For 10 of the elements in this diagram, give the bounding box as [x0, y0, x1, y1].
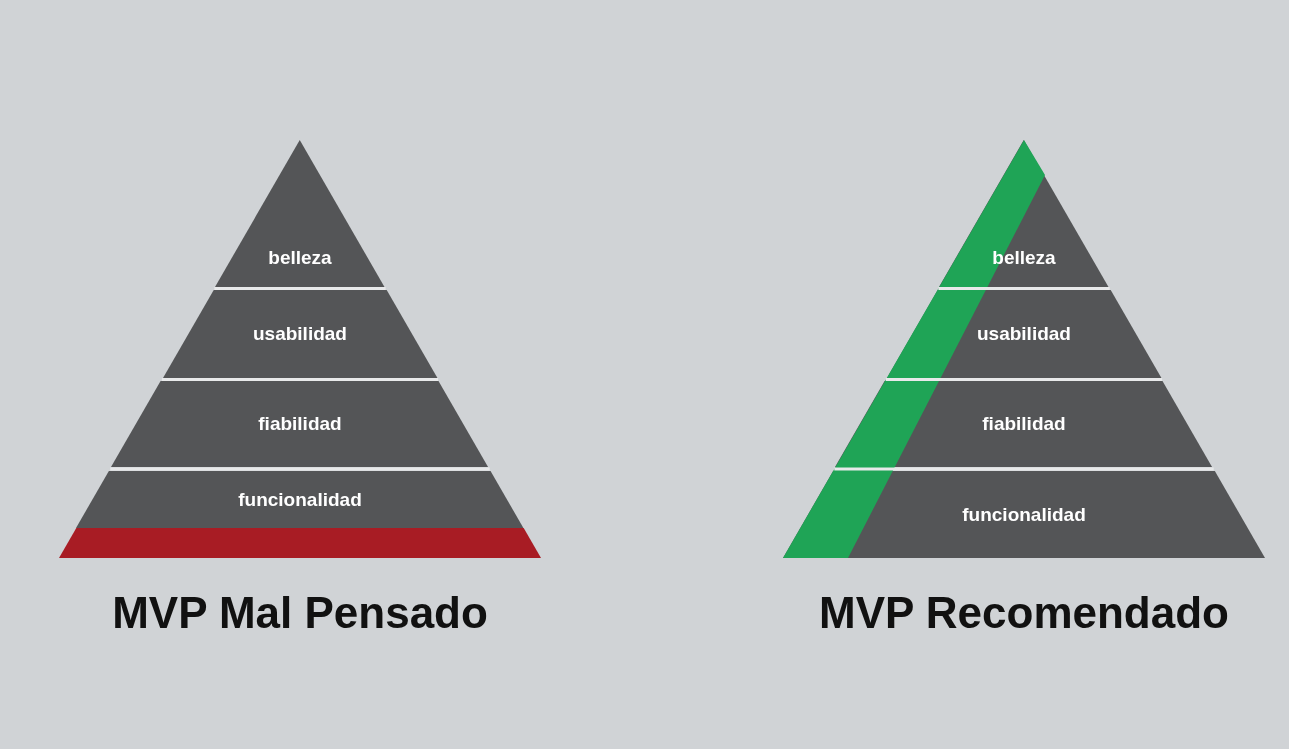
pyramid-title: MVP Mal Pensado	[112, 588, 488, 638]
layer-label: funcionalidad	[962, 503, 1086, 526]
layer-label: belleza	[992, 246, 1056, 269]
layer-label: usabilidad	[977, 323, 1071, 345]
layer-label: funcionalidad	[238, 488, 362, 511]
pyramid-title: MVP Recomendado	[819, 588, 1229, 638]
layer-label: usabilidad	[253, 323, 347, 345]
layer-label: belleza	[268, 246, 332, 269]
layer-label: fiabilidad	[982, 413, 1066, 435]
layer-label: fiabilidad	[258, 413, 342, 435]
